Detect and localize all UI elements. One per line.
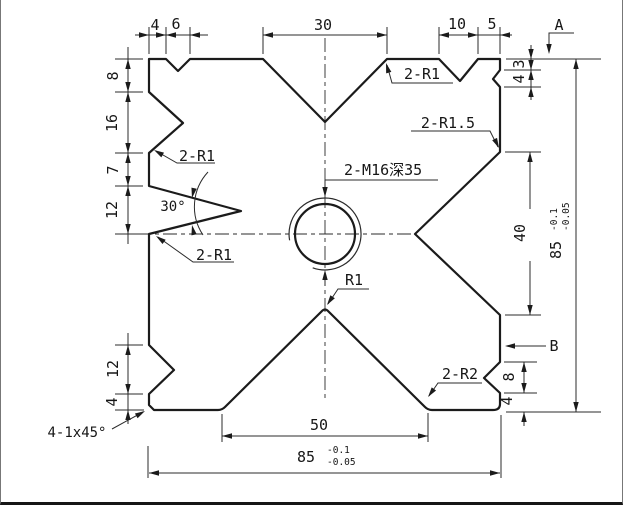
arrowhead [573, 59, 579, 69]
arrowhead [377, 32, 387, 38]
dim-top-30: 30 [314, 16, 332, 34]
label-radius-center: R1 [345, 271, 363, 289]
arrowhead [166, 32, 176, 38]
arrowhead [528, 70, 534, 80]
arrowhead [425, 387, 437, 399]
arrowhead [125, 176, 131, 186]
arrowhead [125, 153, 131, 163]
arrowhead [521, 362, 527, 372]
arrowhead [125, 410, 131, 420]
dim-right-40: 40 [511, 224, 529, 242]
dim-right-4: 4 [510, 74, 528, 83]
arrowhead [505, 343, 515, 349]
dim-height-85-tol-lower: -0.05 [561, 202, 572, 231]
arrowhead [125, 59, 131, 69]
dim-left-16: 16 [103, 114, 121, 132]
arrowhead [468, 32, 478, 38]
arrowhead [125, 92, 131, 102]
label-radius-right: 2-R1.5 [421, 114, 475, 132]
arrowhead [322, 187, 328, 197]
arrowhead [527, 152, 533, 162]
arrowhead [139, 32, 149, 38]
extension-lines [115, 27, 601, 478]
arrowhead [546, 44, 552, 54]
arrowhead [190, 32, 200, 38]
label-radius-left-upper: 2-R1 [179, 147, 215, 165]
arrowhead [125, 384, 131, 394]
arrowhead [521, 383, 527, 393]
dim-height-85: 85 -0.1 -0.05 [547, 202, 572, 259]
angle-arc [193, 171, 209, 236]
leader-lines [111, 32, 574, 430]
dim-left-8: 8 [104, 71, 122, 80]
label-radius-bottom-right: 2-R2 [442, 365, 478, 383]
dim-top-6: 6 [171, 15, 180, 33]
datum-b-label: B [549, 337, 558, 355]
arrowhead [322, 270, 328, 280]
dim-width-85-tol-lower: -0.05 [327, 457, 356, 468]
arrowhead [439, 32, 449, 38]
arrowhead [125, 143, 131, 153]
dim-right-8: 8 [500, 372, 518, 381]
arrowhead [149, 470, 159, 476]
dim-width-85-tol-upper: -0.1 [327, 445, 350, 456]
part-outline [147, 57, 502, 412]
arrowhead [125, 224, 131, 234]
dim-height-85-value: 85 [547, 241, 565, 259]
datum-a-label: A [554, 16, 563, 34]
arrowhead [573, 402, 579, 412]
dim-width-85-value: 85 [297, 448, 315, 466]
dim-width-85: 85 -0.1 -0.05 [297, 445, 356, 468]
arrowhead [500, 32, 510, 38]
label-radius-top: 2-R1 [404, 65, 440, 83]
arrowhead [125, 345, 131, 355]
arrowhead [528, 49, 534, 59]
dim-top-10: 10 [448, 15, 466, 33]
dim-right-bottom-4: 4 [498, 396, 516, 405]
arrowhead [125, 82, 131, 92]
label-thread-callout: 2-M16深35 [344, 161, 422, 179]
arrowhead [263, 32, 273, 38]
label-radius-left-lower: 2-R1 [196, 246, 232, 264]
arrowhead [490, 470, 500, 476]
arrowhead [418, 433, 428, 439]
arrowhead [154, 233, 166, 245]
dim-left-7: 7 [104, 165, 122, 174]
dim-top-5: 5 [487, 15, 496, 33]
arrowhead [521, 412, 527, 422]
label-angle-30: 30° [160, 199, 185, 215]
arrowhead [528, 87, 534, 97]
label-chamfer: 4-1x45° [47, 425, 106, 441]
arrowhead [528, 60, 534, 70]
dim-right-3: 3 [510, 59, 528, 68]
arrowhead [125, 186, 131, 196]
dim-left-bottom-12: 12 [104, 360, 122, 378]
arrowhead [222, 433, 232, 439]
thread-hole-outer-arc [288, 197, 362, 271]
dim-left-bottom-4: 4 [103, 397, 121, 406]
dim-left-12: 12 [103, 201, 121, 219]
dim-bottom-50: 50 [310, 416, 328, 434]
thread-hole-inner-circle [293, 202, 357, 266]
dim-top-4: 4 [150, 16, 159, 34]
arrowhead [527, 305, 533, 315]
dim-height-85-tol-upper: -0.1 [549, 208, 560, 231]
arrowhead [383, 62, 392, 74]
